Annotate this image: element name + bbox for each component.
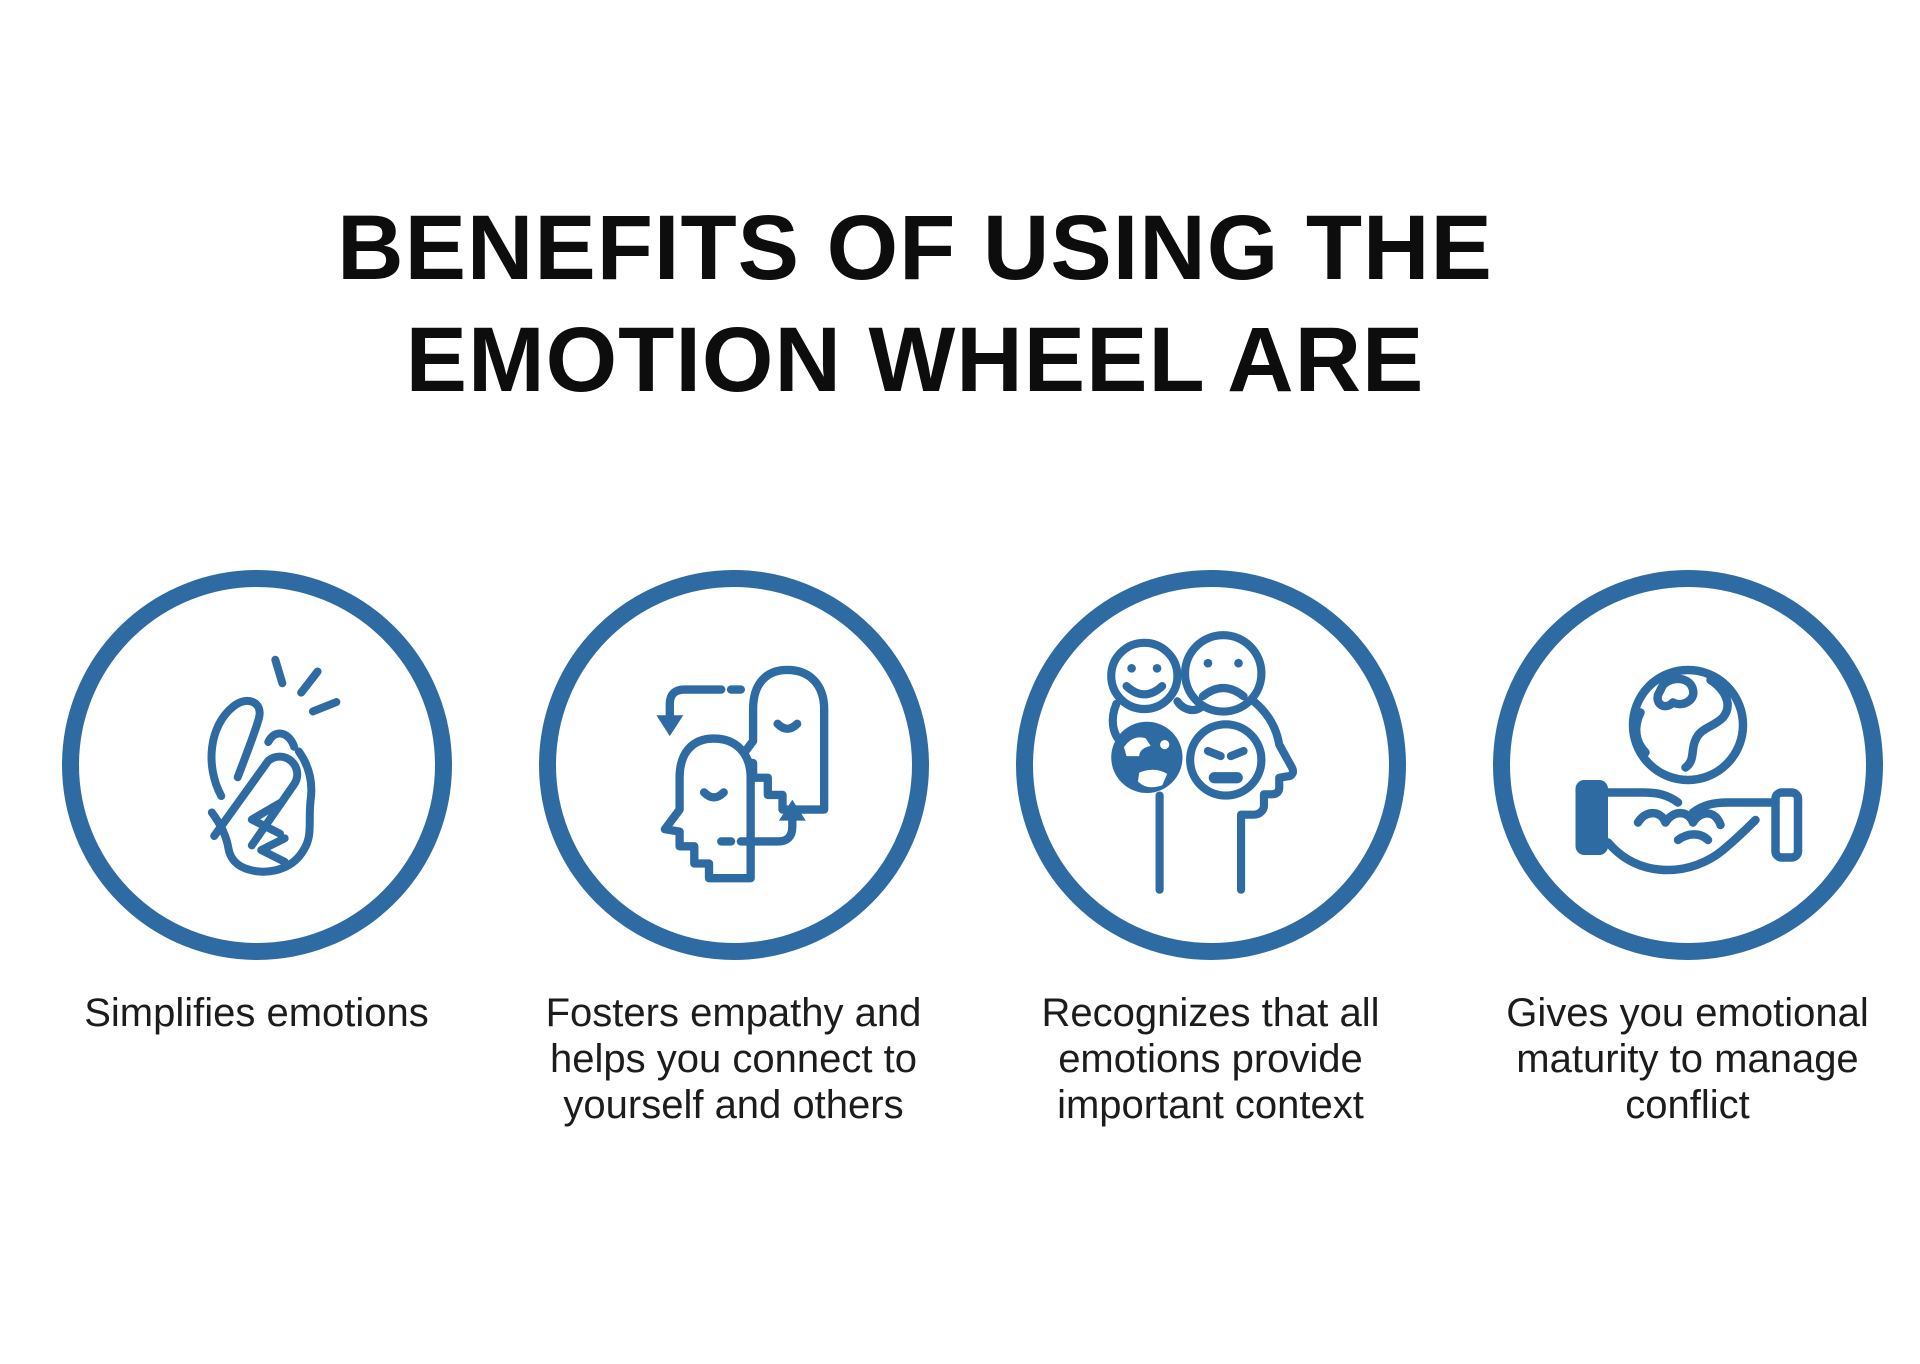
- two-heads-exchange-icon: [656, 665, 829, 882]
- benefit-circle: [538, 570, 929, 960]
- benefit-circle: [1492, 570, 1883, 960]
- benefit-label: Simplifies emotions: [84, 991, 429, 1035]
- benefit-item-context: Recognizes that all emotions provide imp…: [972, 570, 1449, 1128]
- benefits-row: Simplifies emotions: [18, 570, 1920, 1128]
- benefit-item-empathy: Fosters empathy and helps you connect to…: [495, 570, 972, 1128]
- benefit-item-simplifies: Simplifies emotions: [18, 570, 495, 1128]
- benefit-label: Gives you emotional maturity to manage c…: [1506, 991, 1869, 1127]
- head-with-emotions-icon: [1107, 631, 1298, 894]
- benefit-circle: [1015, 570, 1406, 960]
- page-title: BENEFITS OF USING THE EMOTION WHEEL ARE: [337, 197, 1493, 411]
- benefit-circle: [61, 570, 452, 960]
- benefit-label: Recognizes that all emotions provide imp…: [1041, 991, 1380, 1127]
- hands-holding-globe-icon: [1575, 665, 1802, 880]
- benefit-label: Fosters empathy and helps you connect to…: [545, 991, 922, 1127]
- snapping-fingers-icon: [207, 655, 341, 876]
- benefit-item-maturity: Gives you emotional maturity to manage c…: [1449, 570, 1920, 1128]
- emotion-wheel-infographic: BENEFITS OF USING THE EMOTION WHEEL ARE: [0, 192, 1920, 1364]
